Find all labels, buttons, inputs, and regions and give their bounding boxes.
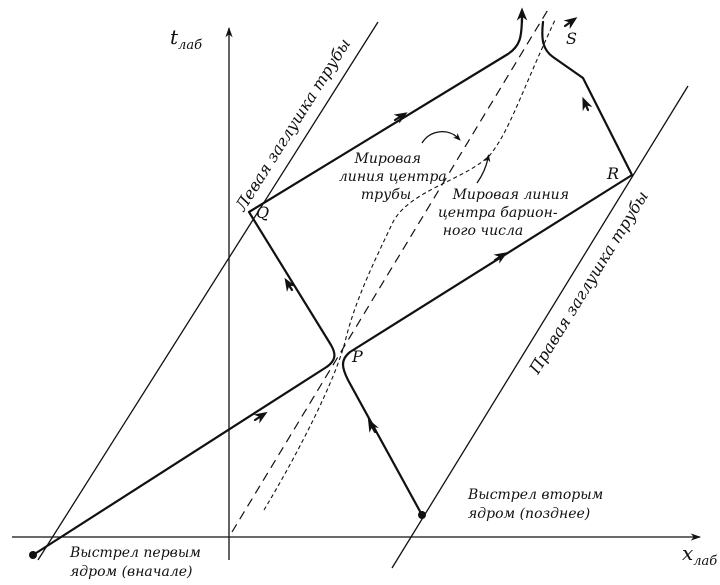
baryon-center-pointer: [476, 154, 491, 184]
trajectory-arrow: [253, 411, 268, 424]
point-s-label: S: [566, 29, 577, 48]
tube-center-pointer: [421, 131, 461, 144]
t-axis-label: tлаб: [170, 25, 202, 53]
point-p-label: P: [351, 347, 363, 366]
left-cap-label: Левая заглушка трубы: [231, 35, 354, 215]
second-shot-label: Выстрел вторым ядром (позднее): [467, 487, 608, 522]
tube-center-label: Мировая линия центра трубы: [339, 151, 451, 203]
trajectory-arrow: [493, 252, 508, 264]
trajectory-arrow: [284, 277, 296, 292]
trajectory-arrow: [367, 418, 379, 434]
second-shot-origin: [418, 511, 426, 519]
point-r-label: R: [606, 164, 619, 183]
tube-center-worldline: [231, 7, 550, 533]
point-q-label: Q: [256, 203, 269, 222]
baryon-center-label: Мировая линия центра барион- ного числа: [438, 187, 573, 239]
first-shot-label: Выстрел первым ядром (вначале): [69, 545, 205, 580]
baryon-center-worldline: [263, 19, 556, 511]
trajectory-arrow: [563, 17, 578, 30]
x-axis-label: xлаб: [682, 541, 717, 569]
trajectory-arrow: [393, 112, 408, 124]
x-axis-subscript: лаб: [693, 554, 717, 569]
first-shot-origin: [29, 551, 37, 559]
trajectory-arrow: [582, 96, 593, 112]
t-axis-subscript: лаб: [178, 38, 202, 53]
second-shot-trajectory: [341, 20, 634, 517]
left-cap-worldline: [37, 21, 379, 561]
first-shot-trajectory: [31, 12, 524, 557]
right-cap-worldline: [391, 85, 689, 569]
